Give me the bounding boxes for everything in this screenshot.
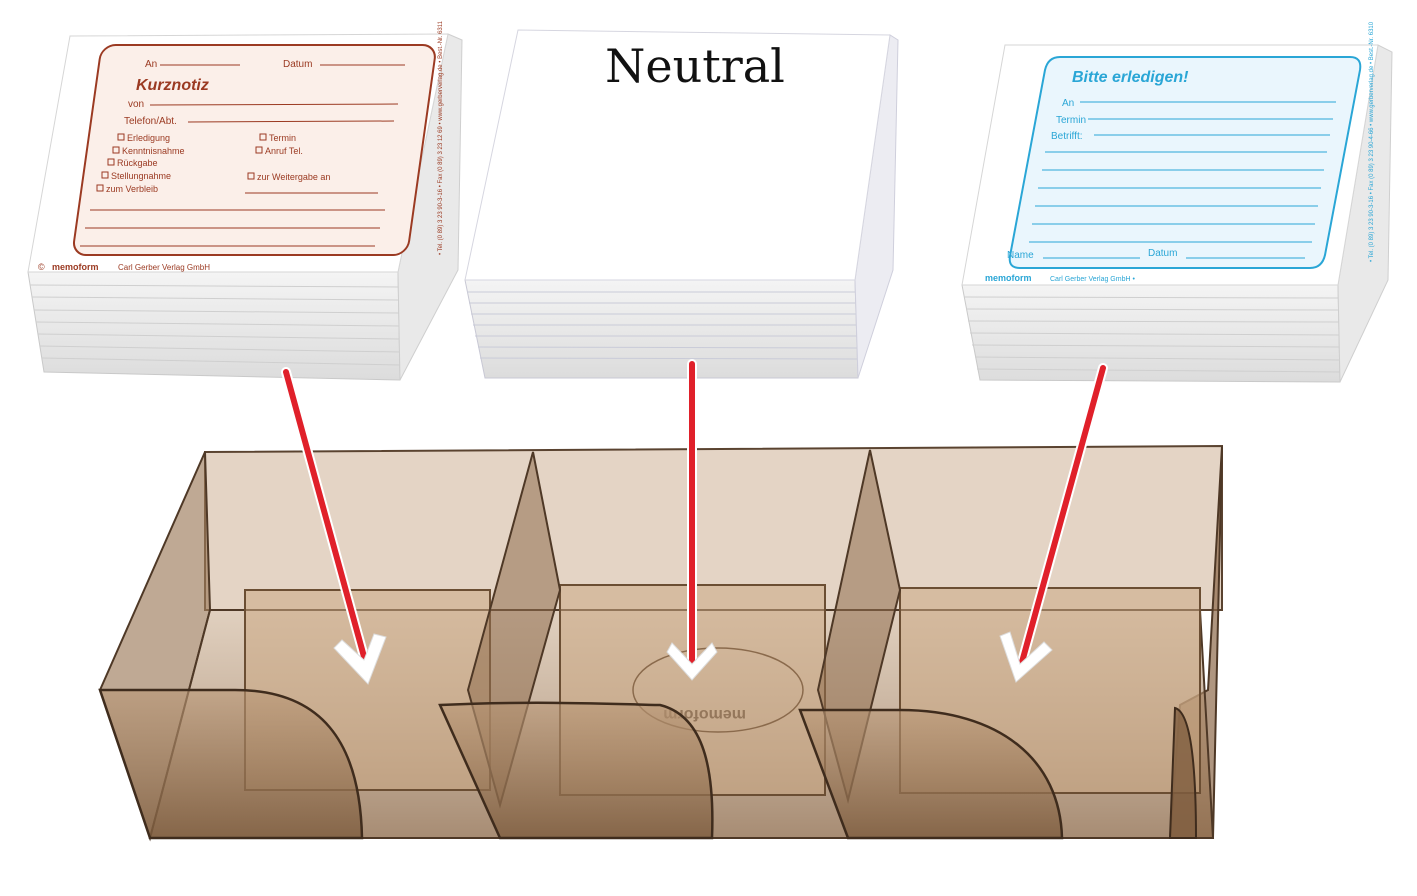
checkbox-icon (101, 171, 109, 179)
checkbox-icon (112, 146, 120, 154)
left-pad-side-text: • Tel. (0 89) 3 23 90-3-16 • Fax (0 89) … (438, 20, 444, 255)
right-pad-side-text: • Tel. (0 89) 3 23 90-3-16 • Fax (0 89) … (1369, 21, 1375, 262)
middle-note-pad: Neutral (464, 29, 899, 379)
checkbox-icon (117, 133, 125, 141)
left-pad-label-from: von (128, 99, 144, 110)
left-note-pad: An Datum Kurznotiz von Telefon/Abt. Erle… (27, 20, 463, 381)
left-pad-option: zum Verbleib (106, 184, 158, 194)
left-pad-option: Stellungnahme (111, 171, 171, 181)
left-pad-publisher: Carl Gerber Verlag GmbH (118, 263, 210, 272)
right-note-pad: Bitte erledigen! An Termin Betrifft: Nam… (961, 21, 1393, 383)
left-pad-brand: memoform (52, 262, 99, 272)
right-pad-title: Bitte erledigen! (1072, 69, 1189, 86)
left-pad-label-date: Datum (283, 59, 312, 70)
left-pad-label-phone: Telefon/Abt. (124, 116, 177, 127)
checkbox-icon (96, 184, 104, 192)
right-pad-publisher: Carl Gerber Verlag GmbH • (1050, 276, 1135, 283)
left-pad-title: Kurznotiz (136, 77, 209, 94)
checkbox-icon (259, 133, 267, 141)
left-pad-option: zur Weitergabe an (257, 172, 330, 182)
checkbox-icon (247, 172, 255, 180)
checkbox-icon (107, 158, 115, 166)
left-pad-copyright: © (38, 262, 45, 272)
right-pad-label-to: An (1062, 98, 1074, 109)
left-pad-option: Kenntnisnahme (122, 146, 185, 156)
left-pad-option: Termin (269, 133, 296, 143)
left-pad-option: Anruf Tel. (265, 146, 303, 156)
right-pad-label-subject: Betrifft: (1051, 131, 1083, 142)
arrows (281, 359, 1108, 685)
right-pad-label-due: Termin (1056, 115, 1086, 126)
checkbox-icon (255, 146, 263, 154)
middle-pad-title: Neutral (605, 39, 785, 93)
right-pad-label-date: Datum (1148, 248, 1177, 259)
right-arrow-icon (999, 363, 1108, 683)
right-pad-brand: memoform (985, 273, 1032, 283)
left-pad-option: Rückgabe (117, 158, 158, 168)
right-pad-label-name: Name (1007, 250, 1034, 261)
left-pad-label-to: An (145, 59, 157, 70)
left-pad-option: Erledigung (127, 133, 170, 143)
middle-arrow-icon (666, 359, 718, 681)
acrylic-holder: memoform (98, 444, 1223, 842)
left-arrow-icon (281, 367, 387, 685)
